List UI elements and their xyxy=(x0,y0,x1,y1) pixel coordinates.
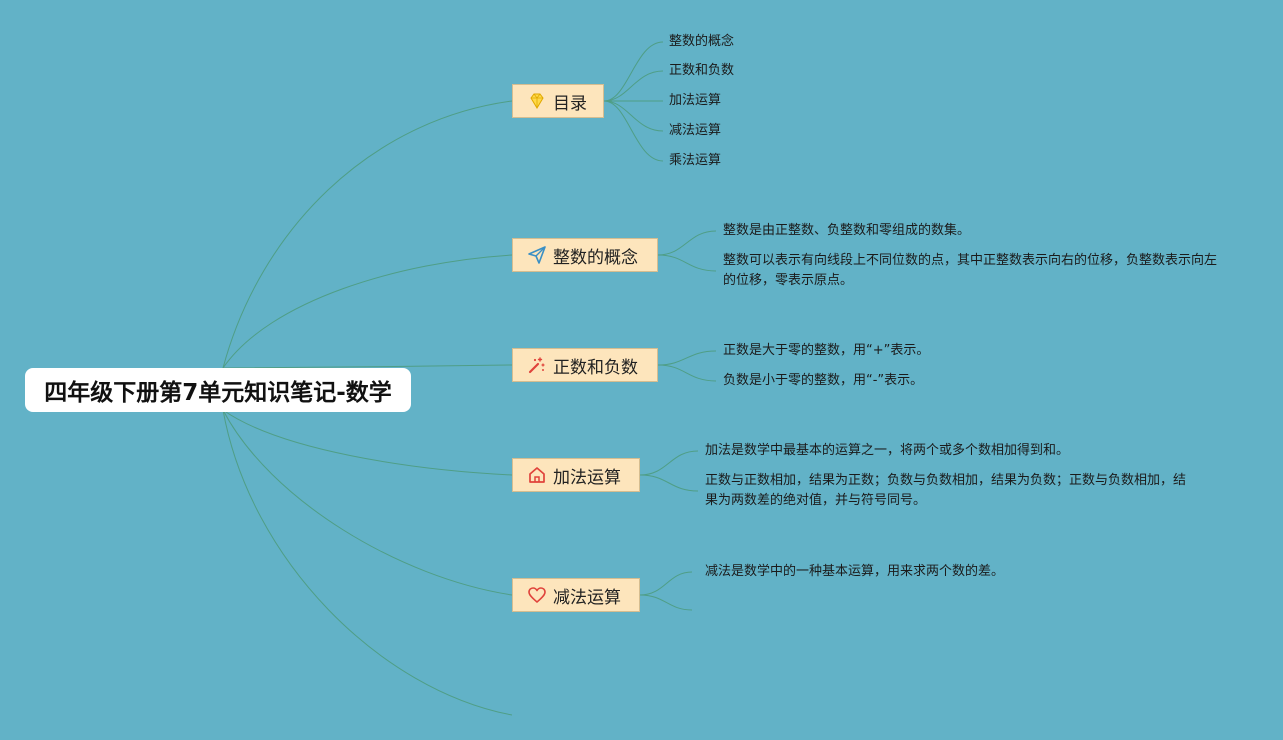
positive-negative-note-2[interactable]: 负数是小于零的整数，用“-”表示。 xyxy=(723,373,924,388)
connector-addition-leaf-1 xyxy=(639,450,699,476)
magic-wand-icon xyxy=(527,355,547,375)
connector-addition-leaf-2 xyxy=(639,474,699,492)
addition-note-1[interactable]: 加法是数学中最基本的运算之一，将两个或多个数相加得到和。 xyxy=(705,443,1070,458)
toc-item-multiplication[interactable]: 乘法运算 xyxy=(669,153,722,168)
connector-root-toc xyxy=(222,100,513,369)
topic-positive-negative-label: 正数和负数 xyxy=(553,357,638,378)
addition-note-2[interactable]: 正数与正数相加，结果为正数；负数与负数相加，结果为负数；正数与负数相加，结果为两… xyxy=(705,473,1187,508)
topic-toc-label: 目录 xyxy=(553,93,587,114)
topic-integer-concept-label: 整数的概念 xyxy=(553,247,638,268)
connector-root-extra xyxy=(222,409,513,716)
connector-toc-leaf-5 xyxy=(603,100,664,162)
integer-concept-note-2[interactable]: 整数可以表示有向线段上不同位数的点，其中正整数表示向右的位移，负整数表示向左的位… xyxy=(723,253,1218,288)
connector-integer-leaf-2 xyxy=(657,254,717,272)
root-title: 四年级下册第7单元知识笔记-数学 xyxy=(44,380,392,406)
toc-item-positive-negative[interactable]: 正数和负数 xyxy=(669,63,735,78)
connector-root-addition xyxy=(222,409,513,476)
topic-positive-negative[interactable]: 正数和负数 xyxy=(512,348,658,382)
toc-item-integer-concept[interactable]: 整数的概念 xyxy=(669,34,735,49)
connector-root-posneg xyxy=(222,364,513,369)
connector-subtraction-leaf-2 xyxy=(639,594,693,611)
connector-posneg-leaf-2 xyxy=(657,364,717,382)
integer-concept-note-1[interactable]: 整数是由正整数、负整数和零组成的数集。 xyxy=(723,223,971,238)
connector-integer-leaf-1 xyxy=(657,230,717,256)
subtraction-note-1[interactable]: 减法是数学中的一种基本运算，用来求两个数的差。 xyxy=(705,564,1005,579)
connector-root-integer xyxy=(222,254,513,369)
topic-toc[interactable]: 目录 xyxy=(512,84,604,118)
connector-subtraction-leaf-1 xyxy=(639,571,693,596)
connector-posneg-leaf-1 xyxy=(657,350,717,366)
toc-item-addition[interactable]: 加法运算 xyxy=(669,93,722,108)
topic-addition[interactable]: 加法运算 xyxy=(512,458,640,492)
root-topic[interactable]: 四年级下册第7单元知识笔记-数学 xyxy=(25,368,411,412)
topic-subtraction-label: 减法运算 xyxy=(553,587,621,608)
topic-subtraction[interactable]: 减法运算 xyxy=(512,578,640,612)
toc-item-subtraction[interactable]: 减法运算 xyxy=(669,123,722,138)
heart-icon xyxy=(527,585,547,605)
topic-integer-concept[interactable]: 整数的概念 xyxy=(512,238,658,272)
paper-plane-icon xyxy=(527,245,547,265)
connector-toc-leaf-1 xyxy=(603,41,664,102)
connector-root-subtraction xyxy=(222,409,513,596)
connector-toc-leaf-4 xyxy=(603,100,664,132)
diamond-icon xyxy=(527,91,547,111)
home-icon xyxy=(527,465,547,485)
topic-addition-label: 加法运算 xyxy=(553,467,621,488)
connector-toc-leaf-2 xyxy=(603,70,664,102)
positive-negative-note-1[interactable]: 正数是大于零的整数，用“+”表示。 xyxy=(723,343,930,358)
